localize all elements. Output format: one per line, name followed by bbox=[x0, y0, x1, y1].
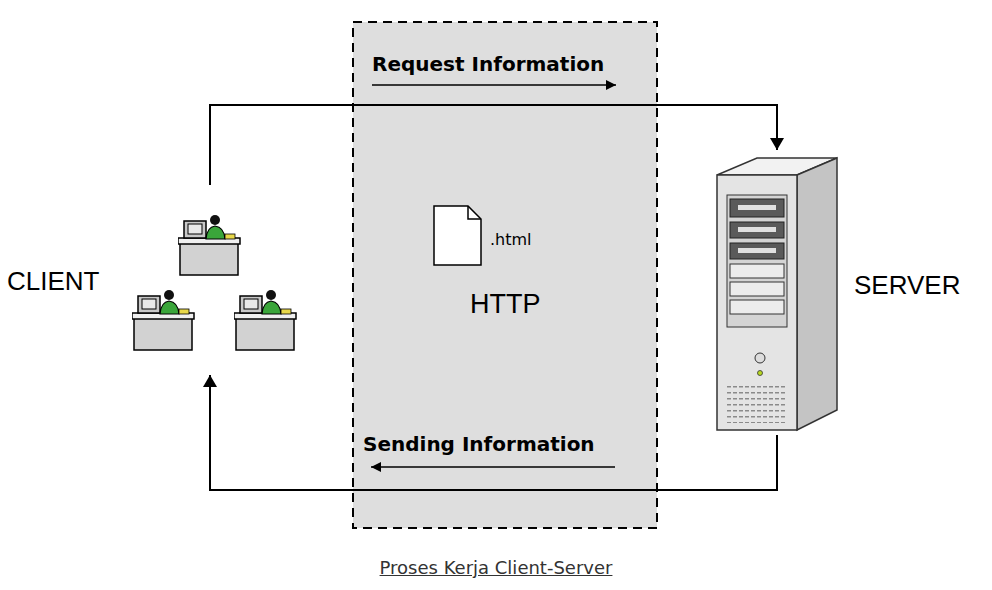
server-label: SERVER bbox=[854, 270, 960, 301]
client-label: CLIENT bbox=[7, 266, 99, 297]
sending-arrow bbox=[371, 466, 615, 468]
server-tower bbox=[717, 158, 837, 430]
connector bbox=[210, 105, 777, 185]
file-label: .html bbox=[490, 230, 532, 249]
caption: Proses Kerja Client-Server bbox=[380, 557, 613, 578]
http-region bbox=[353, 22, 657, 528]
server-node: SERVER bbox=[712, 150, 987, 435]
connector bbox=[210, 375, 777, 490]
http-box: Request Information .htmlHTTP Sending Info… bbox=[353, 22, 657, 528]
sending-label: Sending Information bbox=[363, 432, 595, 456]
protocol-label: HTTP bbox=[470, 289, 541, 320]
request-arrow bbox=[372, 84, 616, 86]
file-icon bbox=[434, 206, 481, 265]
request-label: Request Information bbox=[372, 52, 604, 76]
client-computer bbox=[132, 290, 194, 350]
caption-row: Proses Kerja Client-Server bbox=[0, 557, 992, 578]
client-group: CLIENT bbox=[5, 185, 300, 375]
client-computer bbox=[178, 215, 240, 275]
client-computer bbox=[234, 290, 296, 350]
